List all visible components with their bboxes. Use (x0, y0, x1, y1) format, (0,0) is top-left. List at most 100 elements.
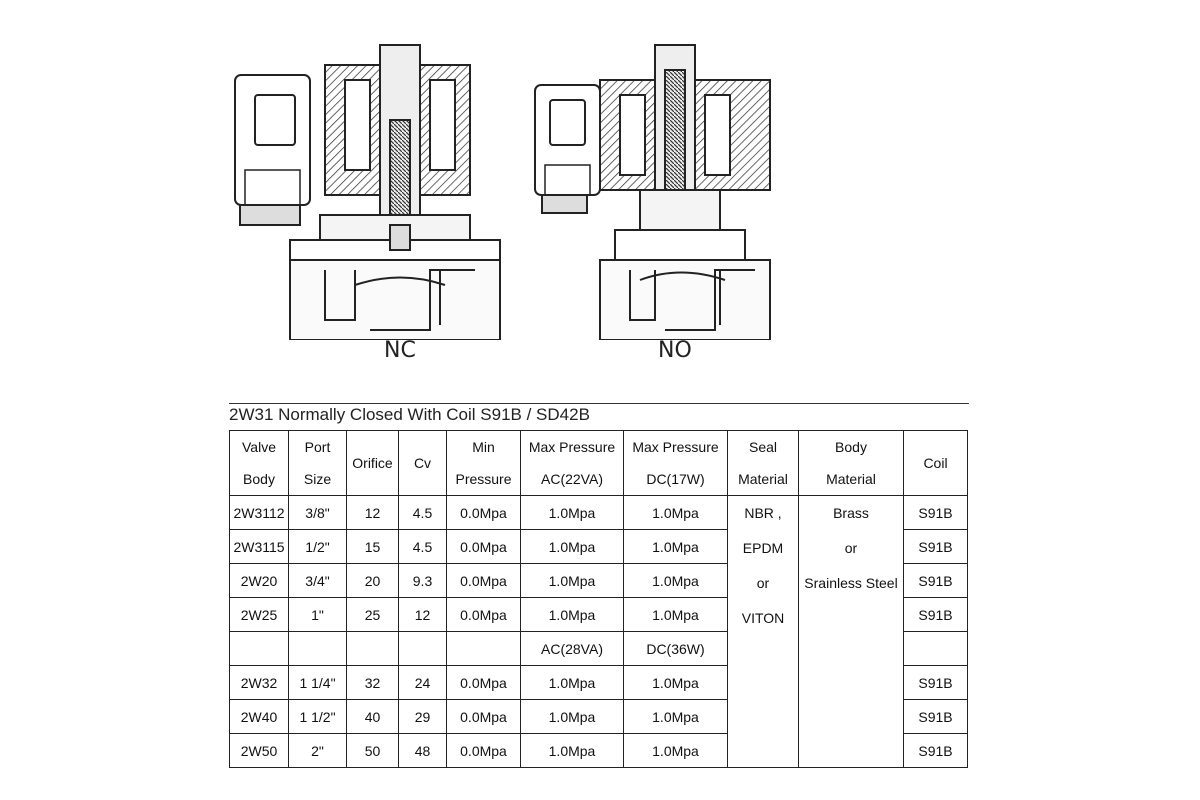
cell-port: 1/2" (288, 529, 347, 564)
header-text: Material (826, 471, 876, 487)
seal-material-line: VITON (741, 610, 785, 626)
cell-model: 2W40 (229, 699, 289, 734)
seal-material-line: or (756, 575, 770, 591)
cell-dc: 1.0Mpa (623, 529, 728, 564)
cell-cv: 12 (398, 597, 447, 632)
header-text: Min (472, 439, 495, 455)
nc-label: NC (384, 338, 416, 363)
header-text: Port (304, 439, 331, 455)
cell-dc: 1.0Mpa (623, 495, 728, 530)
cell-min: 0.0Mpa (446, 495, 521, 530)
cell-min: 0.0Mpa (446, 699, 521, 734)
cell-coil: S91B (903, 597, 968, 632)
no-valve-diagram (534, 44, 771, 340)
cell-port: 1" (288, 597, 347, 632)
header-orifice: Orifice (346, 430, 399, 496)
cell-model: 2W32 (229, 665, 289, 700)
header-text: Max Pressure (528, 439, 616, 455)
cell-cv (398, 631, 447, 666)
cell-min: 0.0Mpa (446, 665, 521, 700)
cell-port: 2" (288, 733, 347, 768)
cell-dc: 1.0Mpa (623, 597, 728, 632)
table-caption: 2W31 Normally Closed With Coil S91B / SD… (229, 405, 590, 424)
header-text: Valve (242, 439, 276, 455)
cell-ac: 1.0Mpa (520, 699, 624, 734)
no-label: NO (658, 338, 692, 363)
cell-dc: DC(36W) (623, 631, 728, 666)
header-cv: Cv (398, 430, 447, 496)
cell-ac: 1.0Mpa (520, 495, 624, 530)
cell-port: 3/8" (288, 495, 347, 530)
header-text: Size (303, 471, 332, 487)
cell-model: 2W20 (229, 563, 289, 598)
cell-port: 1 1/2" (288, 699, 347, 734)
cell-dc: 1.0Mpa (623, 563, 728, 598)
cell-cv: 29 (398, 699, 447, 734)
cell-cv: 48 (398, 733, 447, 768)
cell-port (288, 631, 347, 666)
cell-cv: 24 (398, 665, 447, 700)
cell-coil: S91B (903, 529, 968, 564)
cell-orifice: 15 (346, 529, 399, 564)
cell-model: 2W3112 (229, 495, 289, 530)
cell-orifice: 40 (346, 699, 399, 734)
header-text: AC(22VA) (541, 471, 603, 487)
cell-coil: S91B (903, 733, 968, 768)
cell-ac: 1.0Mpa (520, 597, 624, 632)
cell-min: 0.0Mpa (446, 563, 521, 598)
cell-orifice: 50 (346, 733, 399, 768)
header-text: Body (243, 471, 275, 487)
cell-min: 0.0Mpa (446, 597, 521, 632)
cell-min (446, 631, 521, 666)
header-coil: Coil (903, 430, 968, 496)
cell-orifice: 32 (346, 665, 399, 700)
cell-cv: 4.5 (398, 495, 447, 530)
seal-material-line: NBR , (744, 505, 782, 521)
cell-orifice (346, 631, 399, 666)
cell-ac: 1.0Mpa (520, 665, 624, 700)
cell-coil: S91B (903, 665, 968, 700)
nc-valve-diagram (234, 44, 501, 340)
cell-orifice: 25 (346, 597, 399, 632)
header-text: Material (738, 471, 788, 487)
cell-dc: 1.0Mpa (623, 665, 728, 700)
header-text: Seal (748, 439, 778, 455)
cell-cv: 9.3 (398, 563, 447, 598)
cell-dc: 1.0Mpa (623, 699, 728, 734)
cell-coil: S91B (903, 699, 968, 734)
cell-port: 1 1/4" (288, 665, 347, 700)
seal-material-line: EPDM (742, 540, 784, 556)
cell-model: 2W50 (229, 733, 289, 768)
cell-ac: AC(28VA) (520, 631, 624, 666)
cell-coil: S91B (903, 563, 968, 598)
cell-ac: 1.0Mpa (520, 733, 624, 768)
cell-model (229, 631, 289, 666)
body-material-line: Brass (833, 505, 869, 521)
cell-coil: S91B (903, 495, 968, 530)
cell-coil (903, 631, 968, 666)
cell-dc: 1.0Mpa (623, 733, 728, 768)
body-material-line: or (844, 540, 858, 556)
cell-port: 3/4" (288, 563, 347, 598)
cell-model: 2W25 (229, 597, 289, 632)
cell-min: 0.0Mpa (446, 529, 521, 564)
header-text: DC(17W) (646, 471, 705, 487)
cell-orifice: 20 (346, 563, 399, 598)
cell-min: 0.0Mpa (446, 733, 521, 768)
